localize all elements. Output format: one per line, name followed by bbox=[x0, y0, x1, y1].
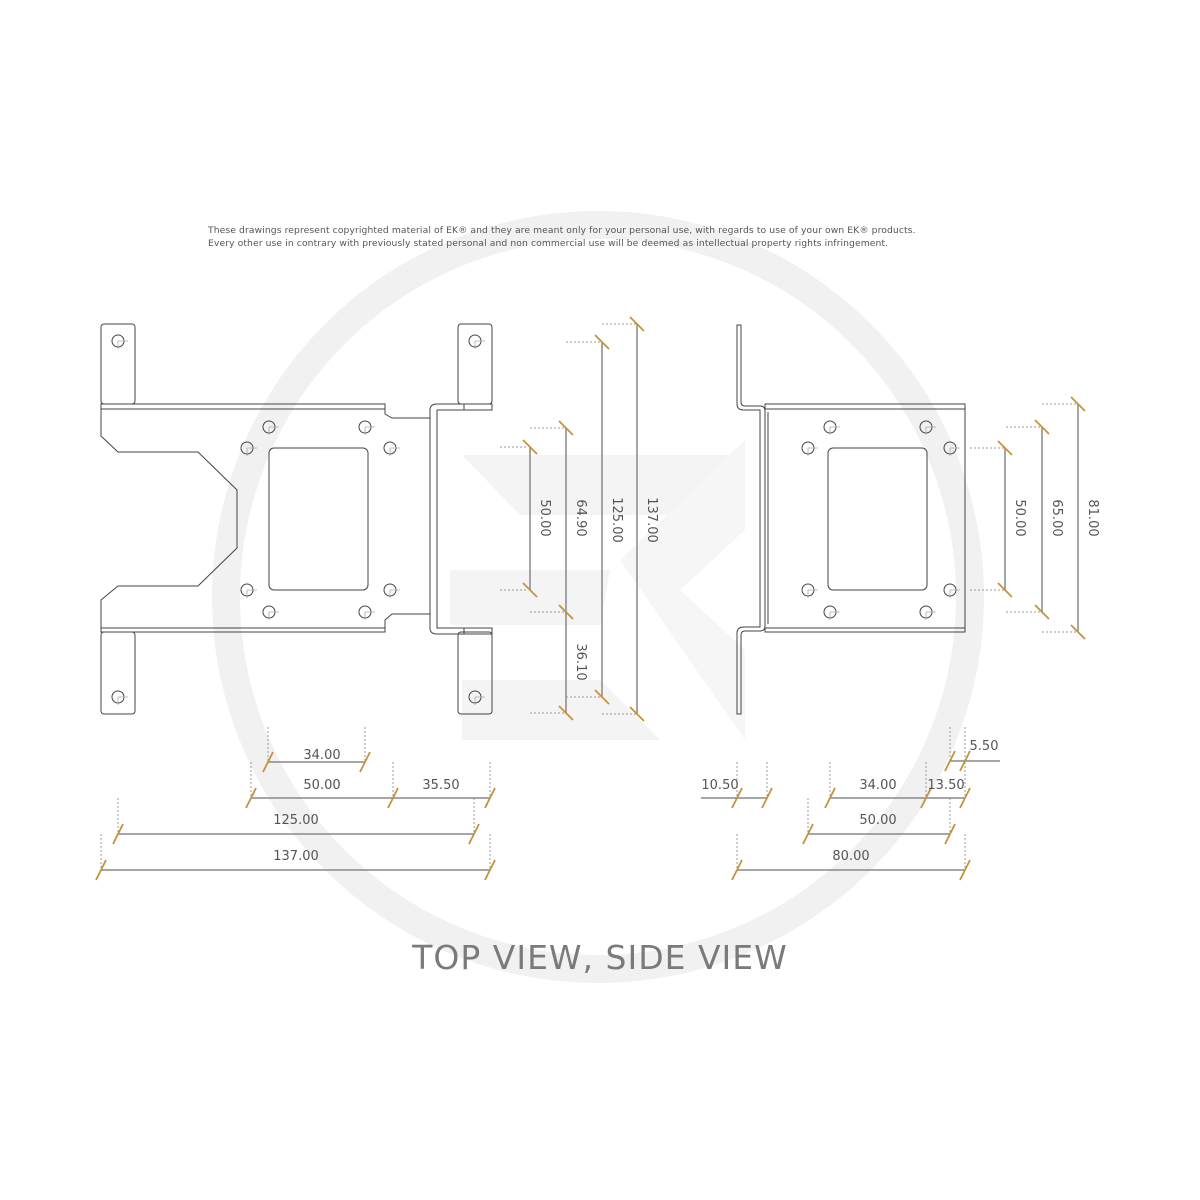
top-view-bracket bbox=[100, 323, 493, 715]
dim-side-h-50: 50.00 bbox=[859, 813, 896, 828]
dim-top-125: 125.00 bbox=[609, 497, 624, 543]
dim-side-65: 65.00 bbox=[1049, 499, 1064, 536]
ek-watermark-logo bbox=[212, 211, 984, 983]
disclaimer-line-1: These drawings represent copyrighted mat… bbox=[208, 225, 916, 236]
dim-top-36-10: 36.10 bbox=[573, 643, 588, 680]
dim-side-h-13-50: 13.50 bbox=[927, 778, 964, 793]
dim-top-h-50: 50.00 bbox=[303, 778, 340, 793]
top-view-horizontal-dimensions: 34.00 50.00 35.50 125.00 137.00 bbox=[95, 727, 496, 881]
side-hole-centerlines bbox=[807, 426, 960, 620]
disclaimer-line-2: Every other use in contrary with previou… bbox=[208, 238, 889, 249]
dim-top-50: 50.00 bbox=[537, 499, 552, 536]
dim-side-h-5-50: 5.50 bbox=[970, 739, 999, 754]
dim-side-81: 81.00 bbox=[1085, 499, 1100, 536]
top-view-vertical-dimensions: 50.00 64.90 36.10 125.00 137.00 bbox=[500, 316, 659, 722]
dim-top-137: 137.00 bbox=[644, 497, 659, 543]
dim-top-h-137: 137.00 bbox=[273, 849, 319, 864]
side-view-bracket bbox=[736, 324, 966, 715]
side-view-vertical-dimensions: 50.00 65.00 81.00 bbox=[970, 396, 1100, 640]
dim-side-h-34: 34.00 bbox=[859, 778, 896, 793]
dim-side-h-80: 80.00 bbox=[832, 849, 869, 864]
dim-top-64-90: 64.90 bbox=[573, 499, 588, 536]
hole-centerlines bbox=[117, 340, 485, 705]
dim-top-h-125: 125.00 bbox=[273, 813, 319, 828]
dim-top-h-34: 34.00 bbox=[303, 748, 340, 763]
dim-side-50: 50.00 bbox=[1012, 499, 1027, 536]
dim-side-h-10-50: 10.50 bbox=[701, 778, 738, 793]
copyright-disclaimer: These drawings represent copyrighted mat… bbox=[208, 224, 968, 250]
drawing-title: TOP VIEW, SIDE VIEW bbox=[412, 938, 788, 977]
dim-top-h-35-50: 35.50 bbox=[422, 778, 459, 793]
side-view-horizontal-dimensions: 5.50 10.50 34.00 13.50 50.00 80.00 bbox=[701, 727, 1000, 881]
